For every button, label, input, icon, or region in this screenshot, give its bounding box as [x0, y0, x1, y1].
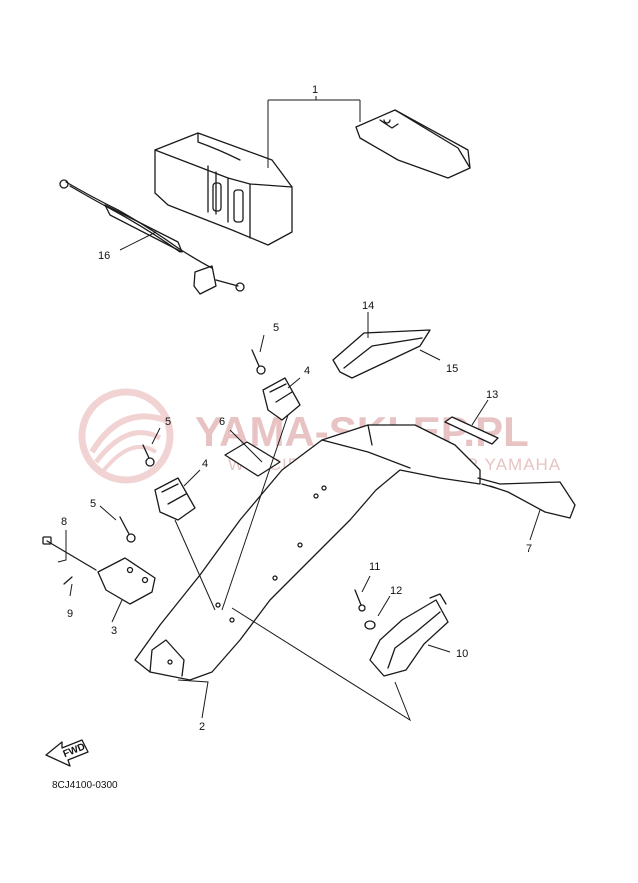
- callout-4-upper: 4: [304, 365, 310, 377]
- callout-16: 16: [98, 250, 110, 262]
- tool-bag: [154, 132, 293, 246]
- diagram-code: 8CJ4100-0300: [52, 780, 118, 791]
- rear-bracket: [369, 593, 449, 677]
- bracket-lower: [154, 477, 196, 521]
- callout-8: 8: [61, 516, 67, 528]
- tool-pouch: [355, 109, 471, 179]
- callout-5-upper: 5: [273, 322, 279, 334]
- screw-b: [142, 444, 155, 467]
- callout-5-lower: 5: [90, 498, 96, 510]
- decal-strip: [332, 329, 431, 379]
- washer-12: [364, 620, 376, 630]
- callout-15: 15: [446, 363, 458, 375]
- callout-12: 12: [390, 585, 402, 597]
- screw-c: [119, 516, 136, 543]
- long-bolt: [42, 536, 97, 571]
- callout-13: 13: [486, 389, 498, 401]
- callout-3: 3: [111, 625, 117, 637]
- callout-11: 11: [369, 561, 380, 573]
- forward-arrow-icon: FWD: [45, 739, 89, 767]
- callout-14: 14: [362, 300, 374, 312]
- cable-assembly: [59, 179, 245, 295]
- cotter-pin: [63, 576, 73, 585]
- callout-2: 2: [199, 721, 205, 733]
- bracket-upper: [262, 377, 301, 421]
- leader-lines: [57, 96, 541, 722]
- screw-a: [251, 349, 266, 375]
- bolt-11: [354, 589, 366, 612]
- callout-9: 9: [67, 608, 73, 620]
- rod-and-strap: [444, 416, 576, 519]
- callout-6: 6: [219, 416, 225, 428]
- bracket-mount: [97, 557, 156, 605]
- decal-label: [224, 441, 281, 477]
- callout-1: 1: [312, 84, 318, 96]
- rear-fender: [134, 424, 481, 681]
- callout-numbers: 1 2 3 4 4 5 5 5 6 7 8 9 10 11 12 13 14 1…: [61, 84, 532, 733]
- callout-7: 7: [526, 543, 532, 555]
- callout-4-lower: 4: [202, 458, 208, 470]
- watermark-logo-icon: [78, 388, 174, 484]
- callout-5-middle: 5: [165, 416, 171, 428]
- callout-10: 10: [456, 648, 468, 660]
